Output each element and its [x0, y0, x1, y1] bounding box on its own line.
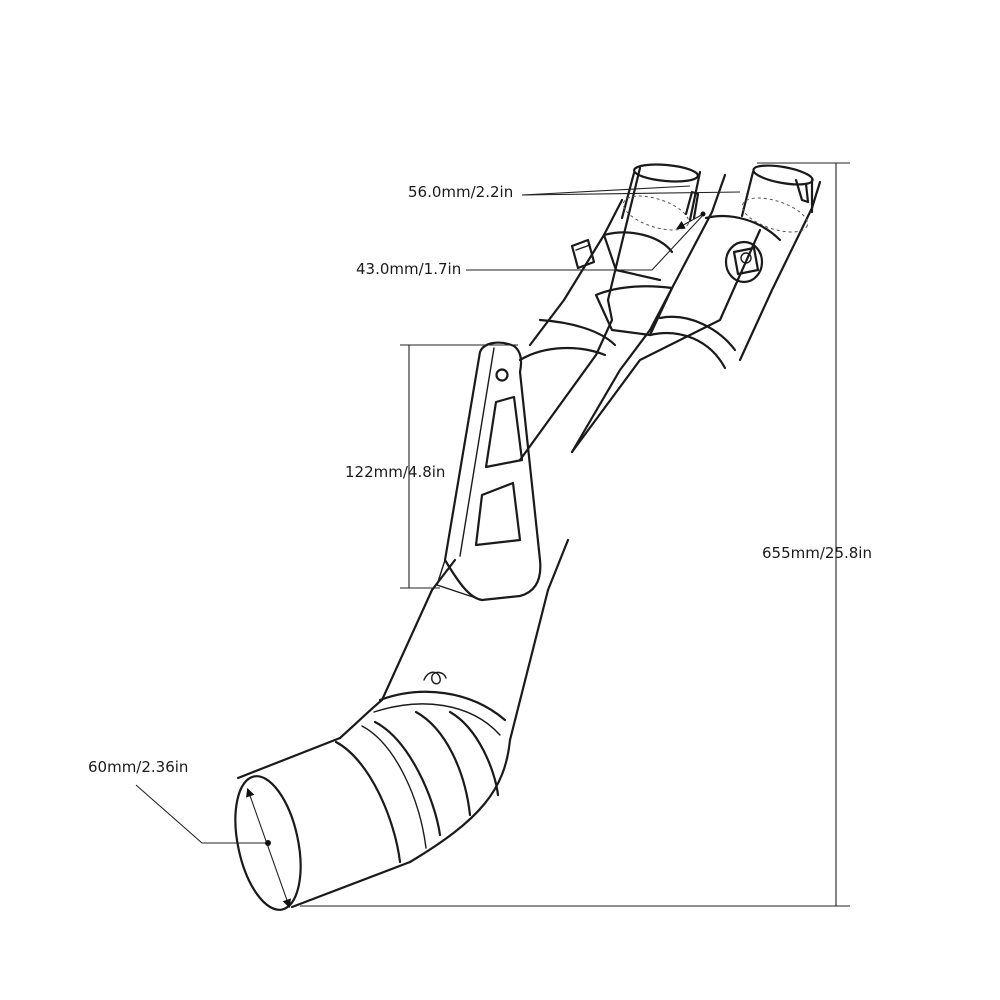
brand-logo-mark	[423, 671, 447, 685]
y-pipe-branches	[518, 163, 822, 462]
left-clamp-bolt	[570, 238, 596, 270]
mounting-bracket	[436, 341, 542, 602]
outlet-diameter-label: 60mm/2.36in	[88, 758, 189, 776]
left-inlet-opening	[633, 163, 699, 183]
dimension-lines	[135, 162, 850, 909]
main-pipe	[234, 538, 570, 911]
outlet-opening	[234, 775, 302, 911]
right-inlet-opening	[752, 164, 814, 186]
total-height-label: 655mm/25.8in	[762, 544, 872, 562]
bracket-cutout-upper	[484, 395, 524, 469]
right-clamp-bolt	[724, 240, 764, 284]
bracket-bolt-hole	[495, 368, 509, 382]
top-inlet-diameter-label: 56.0mm/2.2in	[408, 183, 514, 201]
bracket-height-label: 122mm/4.8in	[345, 463, 446, 481]
top-inner-diameter-label: 43.0mm/1.7in	[356, 260, 462, 278]
bracket-cutout-lower	[474, 481, 522, 547]
